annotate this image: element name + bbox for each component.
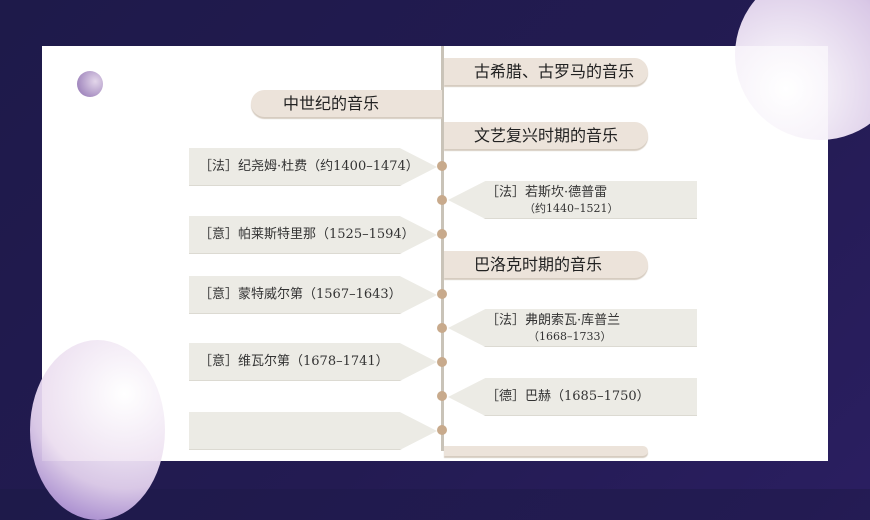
timeline-dot bbox=[437, 323, 447, 333]
composer-vivaldi: ［意］维瓦尔第（1678–1741） bbox=[189, 343, 437, 381]
era-next bbox=[444, 446, 648, 456]
era-ancient: 古希腊、古罗马的音乐 bbox=[444, 58, 648, 85]
era-renaissance: 文艺复兴时期的音乐 bbox=[444, 122, 648, 149]
composer-couperin: ［法］弗朗索瓦·库普兰 （1668–1733） bbox=[448, 309, 697, 347]
era-baroque: 巴洛克时期的音乐 bbox=[444, 251, 648, 278]
timeline-dot bbox=[437, 357, 447, 367]
timeline-dot bbox=[437, 289, 447, 299]
timeline-dot bbox=[437, 195, 447, 205]
composer-palestrina: ［意］帕莱斯特里那（1525–1594） bbox=[189, 216, 437, 254]
composer-monteverdi: ［意］蒙特威尔第（1567–1643） bbox=[189, 276, 437, 314]
composer-dufay: ［法］纪尧姆·杜费（约1400–1474） bbox=[189, 148, 437, 186]
slide-panel: 古希腊、古罗马的音乐 中世纪的音乐 文艺复兴时期的音乐 巴洛克时期的音乐 ［法］… bbox=[42, 46, 828, 461]
decor-circle-overlay-bl bbox=[42, 340, 165, 461]
timeline-dot bbox=[437, 425, 447, 435]
timeline-dot bbox=[437, 391, 447, 401]
composer-empty bbox=[189, 412, 437, 450]
composer-name: ［法］弗朗索瓦·库普兰 bbox=[486, 313, 621, 328]
timeline-dot bbox=[437, 229, 447, 239]
composer-years: （1668–1733） bbox=[528, 330, 612, 343]
era-medieval: 中世纪的音乐 bbox=[251, 90, 442, 117]
composer-josquin: ［法］若斯坎·德普雷 （约1440–1521） bbox=[448, 181, 697, 219]
timeline-dot bbox=[437, 161, 447, 171]
composer-bach: ［德］巴赫（1685–1750） bbox=[448, 378, 697, 416]
composer-years: （约1440–1521） bbox=[524, 202, 619, 215]
timeline-axis bbox=[441, 46, 444, 451]
decor-dot bbox=[77, 71, 103, 97]
composer-name: ［法］若斯坎·德普雷 bbox=[486, 185, 608, 200]
decor-circle-overlay bbox=[735, 46, 828, 140]
composer-name: ［德］巴赫（1685–1750） bbox=[486, 389, 650, 404]
